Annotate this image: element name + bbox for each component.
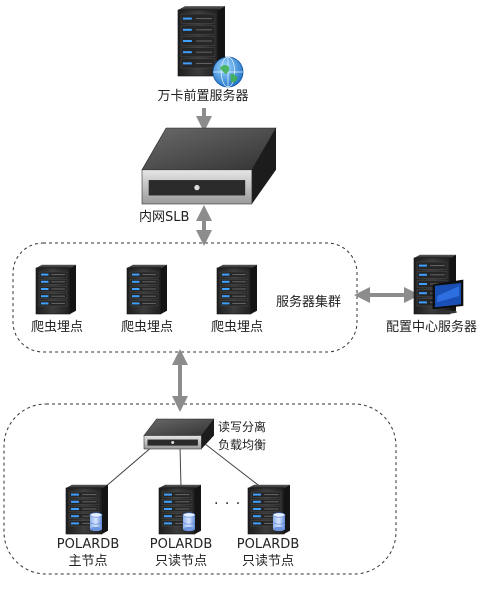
polardb-readonly-1-role: 只读节点 bbox=[154, 554, 208, 569]
crawler-node-2-icon bbox=[126, 264, 167, 315]
slb-label: 内网SLB bbox=[139, 210, 190, 225]
polardb-readonly-2-role: 只读节点 bbox=[241, 554, 295, 569]
polardb-master-role: 主节点 bbox=[68, 554, 108, 569]
front-server-icon bbox=[177, 6, 225, 77]
cluster-label: 服务器集群 bbox=[276, 295, 342, 310]
polardb-readonly-1-disk-icon bbox=[182, 512, 196, 532]
polardb-group-outline bbox=[3, 403, 397, 575]
polardb-readonly-2-disk-icon bbox=[272, 512, 286, 532]
crawler-node-3-icon bbox=[216, 264, 257, 315]
rw-split-label-line1: 读写分离 bbox=[218, 420, 267, 434]
polardb-readonly-2-name: POLARDB bbox=[236, 537, 300, 552]
crawler-node-3-label: 爬虫埋点 bbox=[210, 320, 264, 335]
rw-split-label-line2: 负载均衡 bbox=[218, 438, 267, 452]
polardb-master-name: POLARDB bbox=[56, 537, 120, 552]
rw-split-device-icon bbox=[143, 418, 215, 450]
polardb-readonly-1-icon bbox=[158, 484, 201, 535]
ellipsis: · · · bbox=[214, 496, 242, 512]
crawler-node-1-label: 爬虫埋点 bbox=[30, 320, 84, 335]
globe-icon bbox=[212, 56, 244, 88]
config-server-label: 配置中心服务器 bbox=[386, 320, 478, 335]
polardb-readonly-2-icon bbox=[247, 484, 290, 535]
polardb-readonly-1-name: POLARDB bbox=[149, 537, 213, 552]
monitor-icon bbox=[432, 279, 464, 314]
front-server-label: 万卡前置服务器 bbox=[157, 89, 249, 104]
polardb-master-disk-icon bbox=[89, 512, 103, 532]
crawler-node-2-label: 爬虫埋点 bbox=[120, 320, 174, 335]
connector-db-readonly-2 bbox=[199, 439, 263, 489]
slb-device-icon bbox=[141, 127, 277, 205]
connector-db-readonly-1 bbox=[179, 445, 182, 489]
crawler-node-1-icon bbox=[35, 264, 76, 315]
